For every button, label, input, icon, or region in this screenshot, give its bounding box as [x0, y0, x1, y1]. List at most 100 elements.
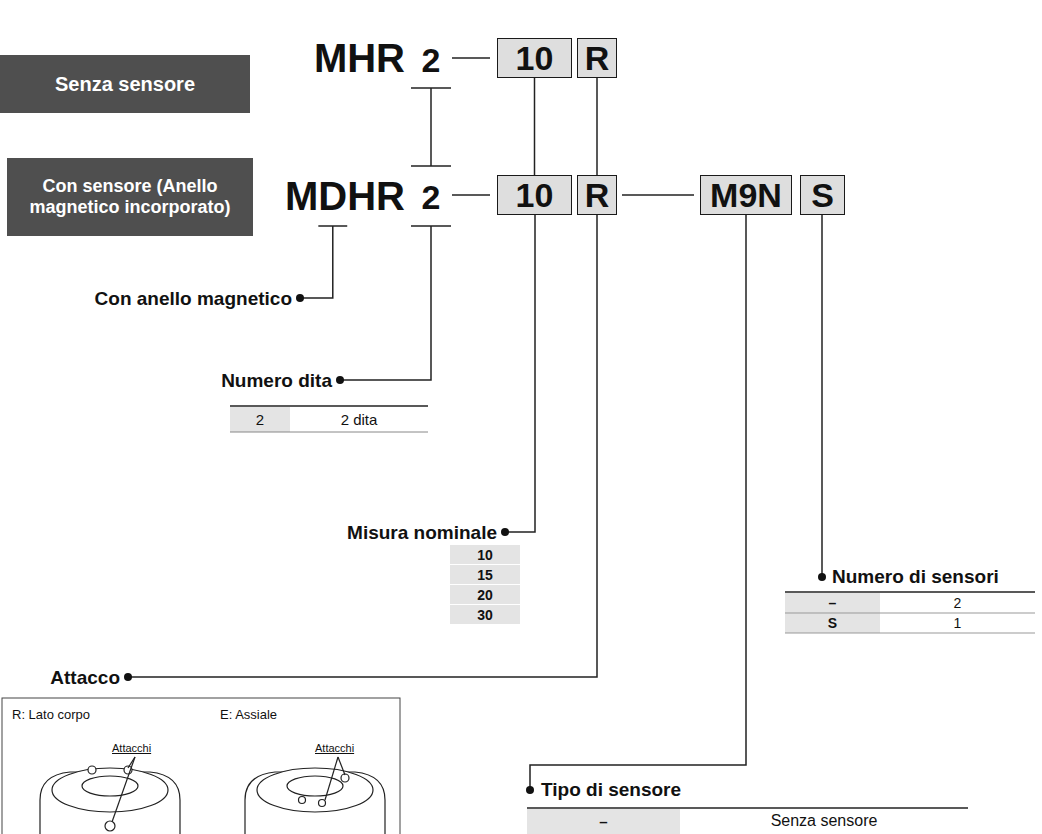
dash [452, 57, 490, 59]
code-digit: 2 [412, 175, 450, 219]
label-text: 10 [477, 547, 493, 563]
label-text: MDHR [285, 174, 405, 219]
label-text: Numero dita [221, 370, 332, 392]
table-cell: 30 [450, 605, 520, 624]
option-caption: E: Assiale [220, 704, 390, 724]
field-title: Numero di sensori [832, 564, 1037, 590]
drawing-part [230, 432, 428, 433]
node-text: 10 [516, 41, 554, 75]
leader-line [300, 226, 333, 298]
drawing-part [124, 673, 132, 681]
drawing-part [501, 528, 509, 536]
label-text: – [599, 813, 607, 830]
leader-line [340, 226, 431, 380]
table-misura [450, 545, 520, 624]
leader-line [530, 215, 746, 790]
drawing-part [526, 786, 534, 794]
dash [622, 194, 694, 196]
label-text: 2 dita [341, 411, 378, 428]
drawing-part [88, 766, 96, 774]
drawing-part [257, 768, 373, 812]
table-cell: 2 dita [290, 407, 428, 432]
code-box: R [577, 38, 617, 78]
drawing-part [785, 633, 1035, 634]
model-code: MHR [250, 34, 405, 82]
field-title: Attacco [20, 665, 120, 691]
field-title: Tipo di sensore [541, 777, 741, 803]
connector-line [534, 78, 536, 175]
label-text: 2 [256, 411, 264, 428]
table-cell: 1 [880, 613, 1035, 633]
node-text: Senza sensore [55, 73, 195, 96]
drawing-part [785, 591, 1035, 593]
table-cell: 2 [230, 407, 290, 432]
heading-box: Senza sensore [0, 55, 250, 113]
label-text: 20 [477, 587, 493, 603]
model-code: MDHR [230, 172, 405, 220]
leader-dot [296, 294, 304, 302]
label-text: S [828, 615, 837, 631]
node-text: 10 [516, 178, 554, 212]
leader-line [505, 215, 535, 532]
label-text: Attacchi [112, 742, 151, 754]
field-title: Misura nominale [300, 520, 497, 546]
code-box: 10 [497, 38, 572, 78]
table-cell: S [785, 613, 880, 633]
drawing-part [450, 605, 520, 624]
label-text: 1 [954, 615, 962, 631]
label-text: R: Lato corpo [12, 707, 90, 722]
code-box: M9N [700, 175, 792, 215]
part-label: Attacchi [315, 740, 375, 756]
label-text: Misura nominale [347, 522, 497, 544]
drawing-part [325, 757, 338, 800]
drawing-part [319, 800, 326, 807]
connector-line [596, 78, 598, 175]
field-title: Numero dita [150, 368, 332, 394]
label-text: Con anello magnetico [95, 288, 292, 310]
label-text: 2 [422, 178, 441, 217]
part-label: Attacchi [112, 740, 172, 756]
table-numero-sensori [785, 592, 1035, 633]
table-cell: 20 [450, 585, 520, 604]
label-text: 30 [477, 607, 493, 623]
drawing-part [527, 807, 968, 809]
leader-line [430, 88, 432, 166]
heading-box: Con sensore (Anello magnetico incorporat… [7, 158, 253, 236]
drawing-part [2, 698, 400, 834]
drawing-part [52, 768, 168, 812]
label-text: 2 [422, 41, 441, 80]
node-text: Con sensore (Anello magnetico incorporat… [17, 176, 243, 218]
label-text: Attacco [50, 667, 120, 689]
attacco-frame [2, 698, 400, 834]
table-cell: – [527, 809, 680, 833]
drawing-part [230, 407, 290, 432]
table-numero-dita [230, 406, 428, 432]
table-cell: 15 [450, 565, 520, 584]
label-text: Tipo di sensore [541, 779, 681, 801]
drawing-part [230, 405, 428, 407]
code-digit: 2 [412, 38, 450, 82]
table-cell: 10 [450, 545, 520, 564]
drawing-part [785, 613, 1035, 614]
gripper-illustration [40, 757, 385, 834]
drawing-part [112, 757, 135, 822]
table-tipo-sensore [527, 808, 968, 834]
node-text: S [811, 178, 834, 212]
label-text: Senza sensore [771, 812, 878, 830]
drawing-part [299, 797, 306, 804]
table-cell: 2 [880, 593, 1035, 613]
code-box: R [577, 175, 617, 215]
drawing-part [82, 776, 138, 796]
label-text: Attacchi [315, 742, 354, 754]
field-title: Con anello magnetico [30, 286, 292, 312]
label-text: E: Assiale [220, 707, 277, 722]
leader-line [821, 215, 823, 577]
node-text: R [585, 178, 610, 212]
drawing-part [450, 585, 520, 604]
dash [452, 194, 490, 196]
drawing-part [527, 809, 680, 834]
drawing-part [338, 757, 345, 775]
